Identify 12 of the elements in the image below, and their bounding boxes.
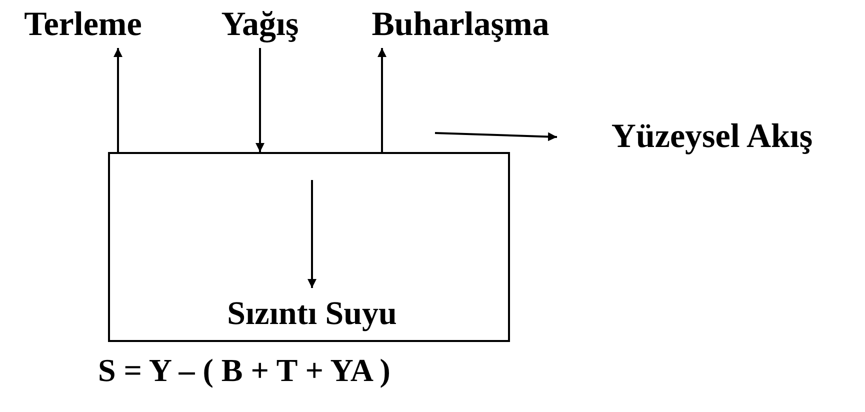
node-label: Yağış bbox=[205, 2, 315, 48]
process-box bbox=[108, 152, 510, 342]
node-label: Yüzeysel Akış bbox=[563, 114, 861, 160]
arrow bbox=[308, 180, 316, 288]
node-label: Terleme bbox=[8, 2, 158, 48]
node-label: Sızıntı Suyu bbox=[192, 292, 432, 336]
arrow bbox=[378, 48, 386, 152]
node-label: Buharlaşma bbox=[338, 2, 583, 48]
arrow bbox=[114, 48, 122, 152]
arrow bbox=[434, 132, 558, 142]
formula: S = Y – ( B + T + YA ) bbox=[98, 352, 390, 389]
arrow bbox=[256, 48, 264, 152]
